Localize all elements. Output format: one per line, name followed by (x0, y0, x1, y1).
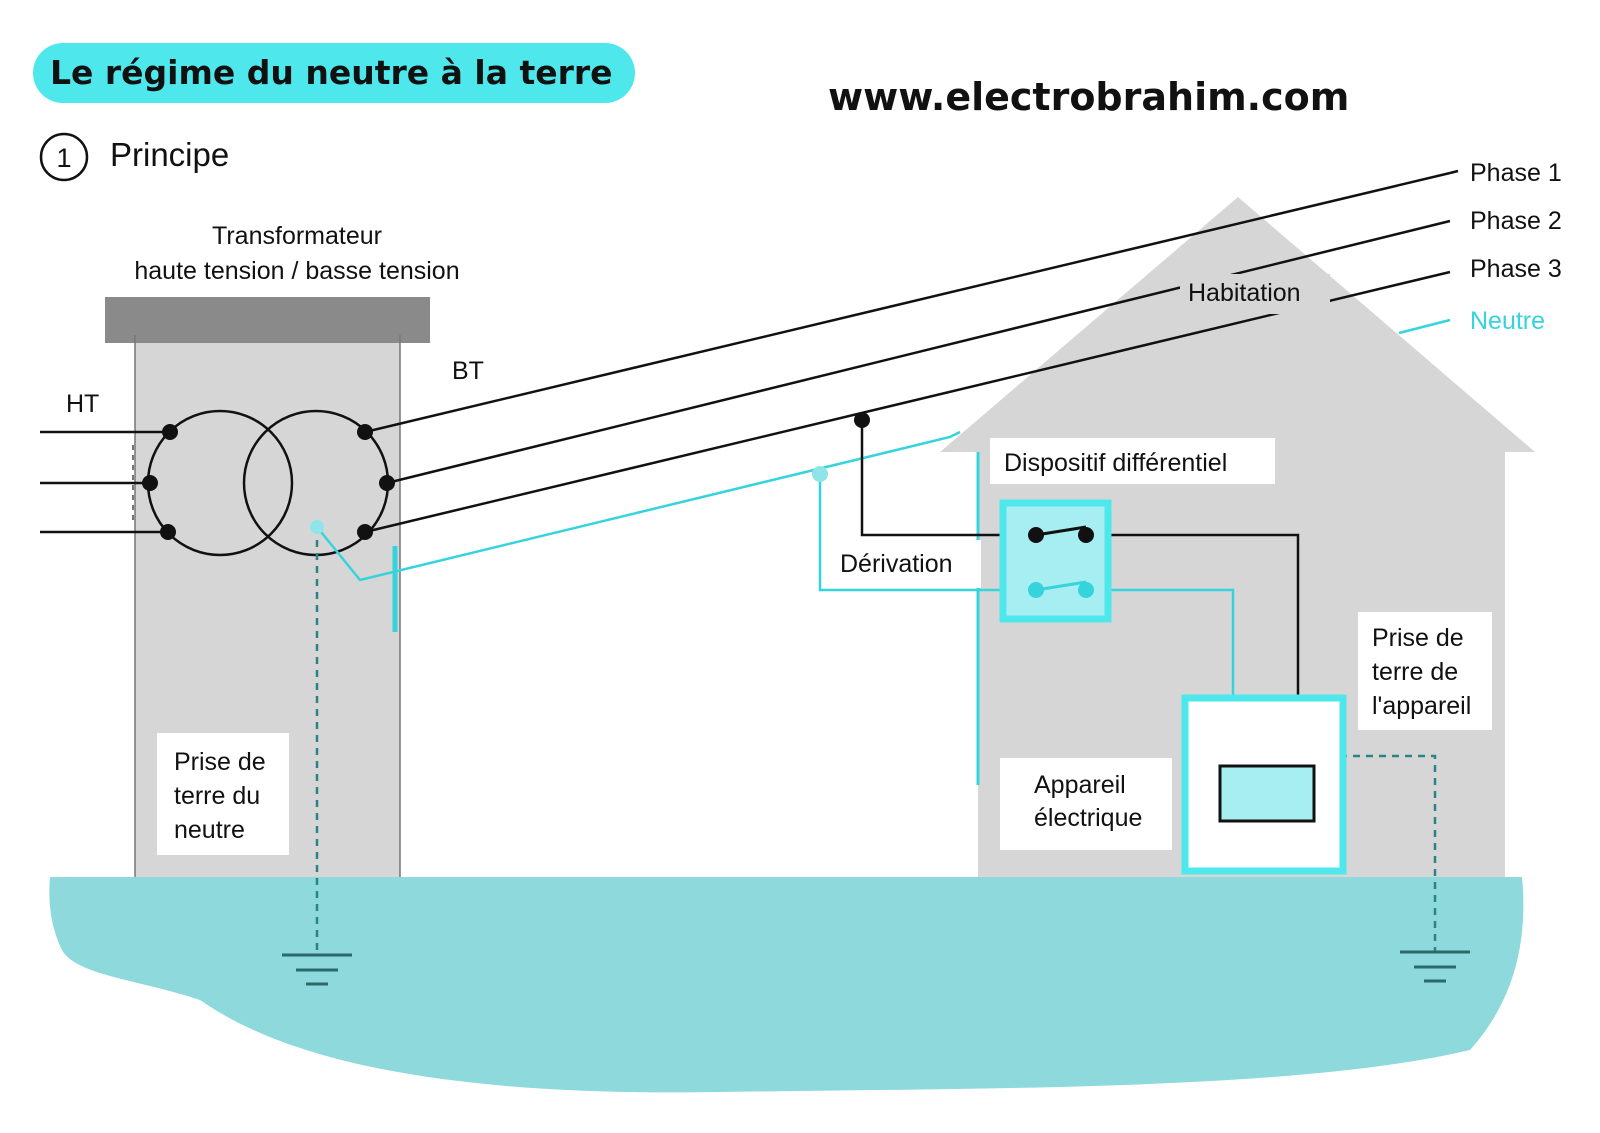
differential-contacts (1028, 525, 1094, 598)
appareil-label-line1: Appareil (1034, 771, 1126, 799)
prise-neutre-line1: Prise de (174, 748, 266, 776)
ground (49, 877, 1524, 1093)
neutral-wiring (316, 318, 1451, 785)
phase-3-label: Phase 3 (1470, 255, 1562, 283)
dispositif-label-box (990, 438, 1275, 484)
phase-2-label: Phase 2 (1470, 207, 1562, 235)
prise-neutre-box (157, 733, 289, 855)
prise-appareil-box (1358, 612, 1492, 730)
phase-1-stub (1449, 169, 1459, 175)
bt-label: BT (452, 357, 484, 385)
phase-2-line (386, 219, 1451, 485)
phase-1-label: Phase 1 (1470, 159, 1562, 187)
section-number: 1 (56, 143, 71, 173)
prise-appareil-line1: Prise de (1372, 624, 1464, 652)
neutral-junction (812, 466, 828, 482)
neutral-main-line (316, 430, 961, 582)
website-url: www.electrobrahim.com (828, 75, 1349, 119)
prise-neutre-line3: neutre (174, 816, 245, 844)
habitation-label: Habitation (1188, 279, 1301, 307)
habitation-label-box (1180, 274, 1330, 314)
derivation-label-box (826, 540, 981, 588)
phase-to-device (1086, 533, 1300, 766)
dispositif-label: Dispositif différentiel (1004, 449, 1227, 477)
ht-label: HT (66, 390, 99, 418)
neutral-to-label (1398, 318, 1451, 335)
appareil-label-box (1000, 758, 1172, 850)
phase-1-line (364, 171, 1451, 434)
neutral-point (310, 520, 324, 534)
transformer-label-line1: Transformateur (212, 222, 382, 250)
phase-lines (364, 171, 1451, 534)
earth-symbol-appliance (1400, 950, 1470, 983)
transformer-label-line2: haute tension / basse tension (134, 257, 459, 285)
phase-junction (854, 412, 870, 428)
transformer-cap (105, 297, 430, 343)
phase-derivation (860, 420, 1036, 537)
prise-appareil-line3: l'appareil (1372, 692, 1471, 720)
section-label: Principe (110, 136, 229, 173)
earth-symbol-neutral (282, 953, 352, 986)
title-banner (33, 43, 635, 103)
appliance-earth-dash (1340, 754, 1437, 952)
prise-neutre-line2: terre du (174, 782, 260, 810)
section-number-circle (39, 132, 89, 182)
differential-device (999, 499, 1112, 623)
derivation-label: Dérivation (840, 550, 953, 578)
phase-3-line (364, 270, 1451, 534)
appareil-label-line2: électrique (1034, 804, 1142, 832)
neutre-label: Neutre (1470, 307, 1545, 335)
terminals (142, 412, 870, 540)
page-title: Le régime du neutre à la terre (50, 53, 613, 92)
prise-appareil-line2: terre de (1372, 658, 1458, 686)
appliance (1218, 764, 1316, 823)
ht-lines (40, 430, 170, 534)
neutral-derivation (818, 474, 1036, 592)
appliance-enclosure (1181, 694, 1347, 875)
